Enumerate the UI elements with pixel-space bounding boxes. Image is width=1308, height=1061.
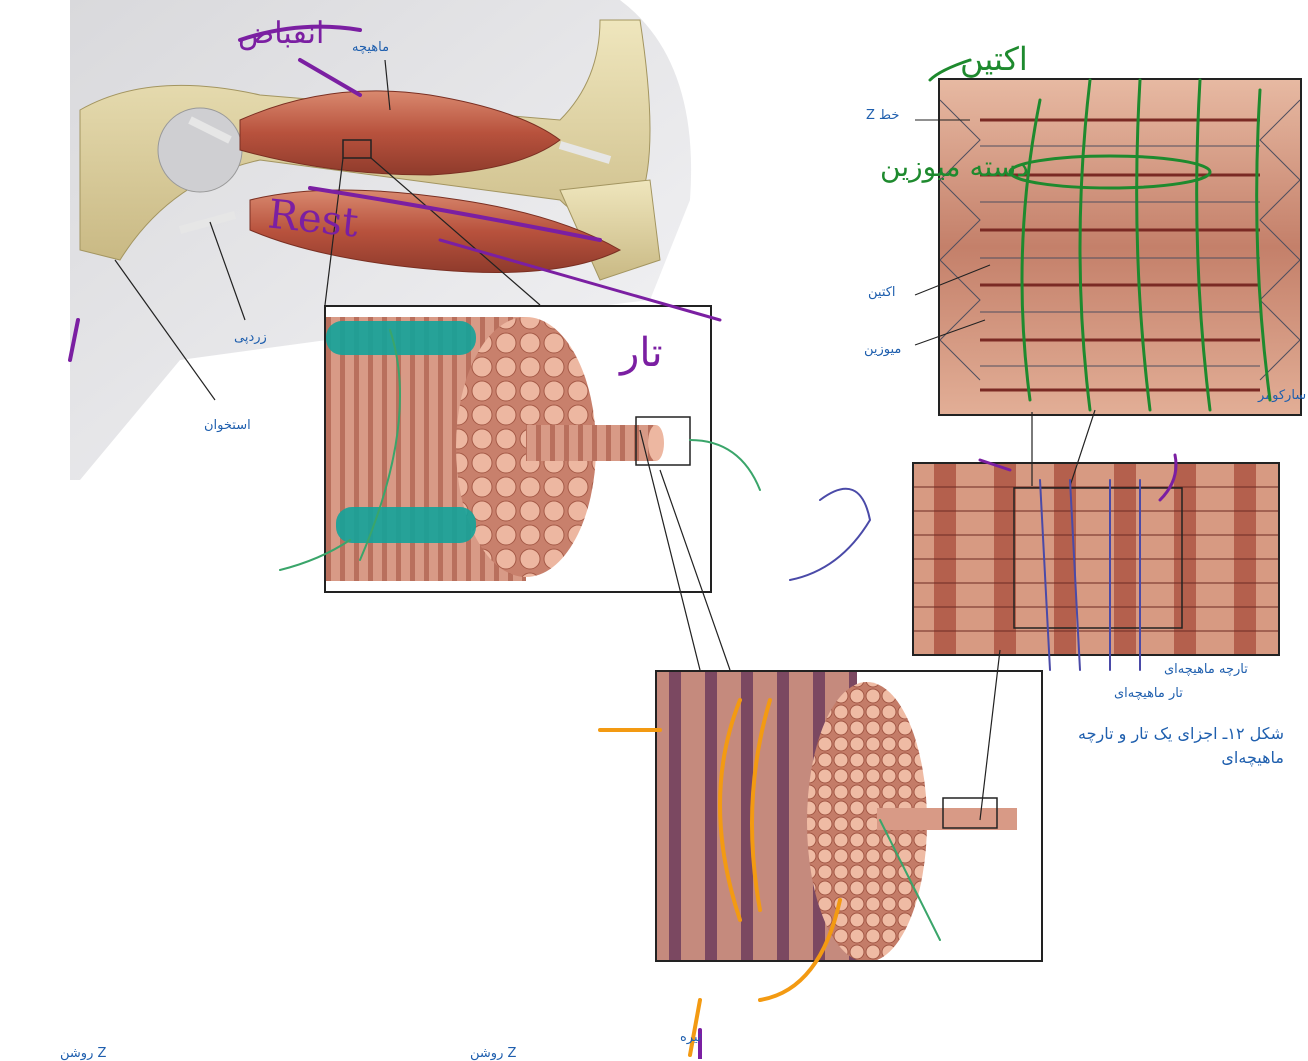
label-tendon: زردپی <box>234 330 267 345</box>
myofibril-drawing <box>914 464 1278 654</box>
sarcomere-drawing <box>940 80 1300 414</box>
annotation-contract: انقباض <box>238 16 324 51</box>
caption-line-1: شکل ۱۲ـ اجزای یک تار و تارچه <box>1024 722 1284 746</box>
figure-caption: شکل ۱۲ـ اجزای یک تار و تارچه ماهیچه‌ای <box>1024 722 1284 770</box>
label-myofibril: تارچه ماهیچه‌ای <box>1164 662 1248 677</box>
label-myosin: میوزین <box>864 342 901 357</box>
label-z-line: خط Z <box>866 108 899 123</box>
fiber-drawing <box>657 672 1041 960</box>
label-actin: اکتین <box>868 285 896 300</box>
annotation-rest: Rest <box>266 191 361 246</box>
caption-line-2: ماهیچه‌ای <box>1024 746 1284 770</box>
label-bone: استخوان <box>204 418 251 433</box>
label-sarcomere: سارکومر <box>1258 388 1306 403</box>
annotation-myosin: دسته میوزین <box>880 150 1029 183</box>
label-muscle-fiber: تار ماهیچه‌ای <box>1114 686 1183 701</box>
myofibril-panel <box>912 462 1280 656</box>
label-muscle: ماهیچه <box>352 40 389 55</box>
fiber-panel <box>655 670 1043 962</box>
annotation-taar: تار <box>620 330 663 376</box>
bottom-label-top: تیره <box>680 1030 702 1045</box>
annotation-actin: اکتین <box>960 40 1028 78</box>
sarcomere-panel <box>938 78 1302 416</box>
